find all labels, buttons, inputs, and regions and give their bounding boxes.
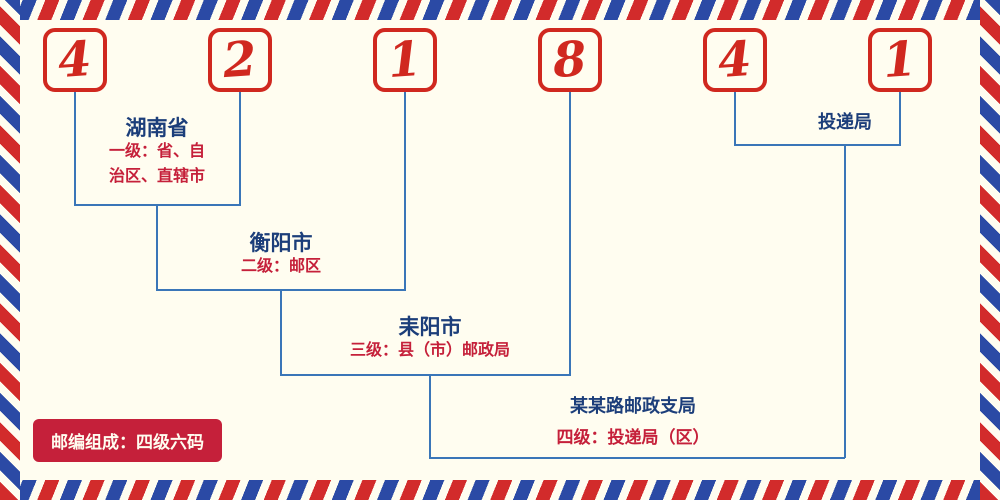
level2-description: 二级：邮区 xyxy=(240,258,321,275)
postal-digit-3: 1 xyxy=(386,30,424,90)
postal-digit-4: 8 xyxy=(551,30,589,90)
postal-digit-6: 1 xyxy=(881,30,919,90)
level3-city-name: 耒阳市 xyxy=(398,316,462,339)
airmail-border-left xyxy=(0,0,20,500)
postal-digit-box-3: 1 xyxy=(373,28,437,92)
postal-digit-box-6: 1 xyxy=(868,28,932,92)
airmail-border-bottom xyxy=(0,480,1000,500)
level1-province-name: 湖南省 xyxy=(125,117,189,140)
postal-digit-5: 4 xyxy=(716,30,754,90)
delivery-office-label: 投递局 xyxy=(818,112,872,132)
postal-digit-box-4: 8 xyxy=(538,28,602,92)
level1-description-line1: 一级：省、自 xyxy=(108,143,205,160)
airmail-border-right xyxy=(980,0,1000,500)
airmail-border-top xyxy=(0,0,1000,20)
postal-digit-box-1: 4 xyxy=(43,28,107,92)
level4-branch-name: 某某路邮政支局 xyxy=(570,396,696,416)
postcode-composition-badge: 邮编组成：四级六码 xyxy=(33,419,222,462)
level2-city-name: 衡阳市 xyxy=(249,232,313,255)
level1-description-line2: 治区、直辖市 xyxy=(108,168,205,185)
postal-digit-box-2: 2 xyxy=(208,28,272,92)
level3-description: 三级：县（市）邮政局 xyxy=(349,342,510,359)
postal-digit-1: 4 xyxy=(56,30,94,90)
postal-digit-box-5: 4 xyxy=(703,28,767,92)
postal-digit-2: 2 xyxy=(221,30,259,90)
level4-description: 四级：投递局（区） xyxy=(556,428,710,447)
level1-description: 一级：省、自 治区、直辖市 xyxy=(47,139,267,189)
